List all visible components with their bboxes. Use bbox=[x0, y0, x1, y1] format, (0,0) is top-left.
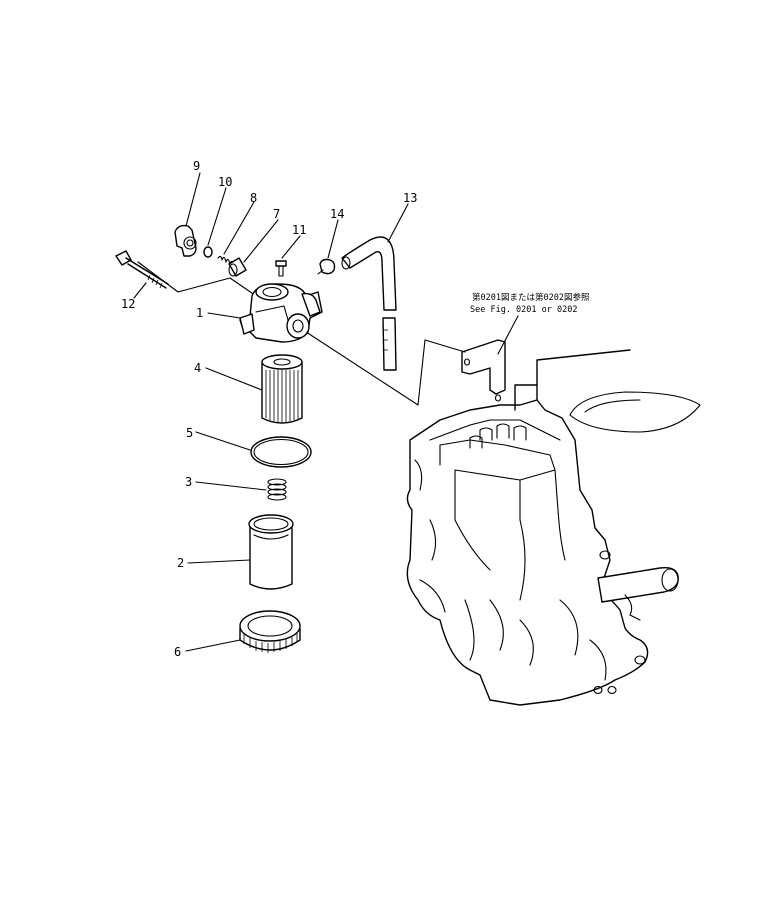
clip-14 bbox=[317, 258, 336, 275]
callout-labels: 9 10 8 7 11 14 13 12 1 4 5 3 2 6 bbox=[121, 159, 417, 659]
callout-8: 8 bbox=[250, 191, 257, 205]
hose-13 bbox=[341, 236, 397, 371]
callout-7: 7 bbox=[273, 207, 280, 221]
mounting-bracket bbox=[461, 339, 506, 402]
callout-5: 5 bbox=[186, 426, 193, 440]
callout-14: 14 bbox=[330, 207, 344, 221]
callout-4: 4 bbox=[194, 361, 201, 375]
bowl-2 bbox=[248, 514, 294, 590]
callout-13: 13 bbox=[403, 191, 417, 205]
callout-1: 1 bbox=[196, 306, 203, 320]
callout-9: 9 bbox=[193, 159, 200, 173]
bolt-12 bbox=[115, 250, 169, 289]
filter-head-1 bbox=[239, 283, 323, 343]
sleeve-7 bbox=[228, 257, 247, 277]
o-ring-5 bbox=[250, 436, 312, 468]
ring-nut-6 bbox=[239, 610, 301, 653]
spring-3 bbox=[267, 478, 287, 501]
reference-note: 第0201図または第0202図参照 See Fig. 0201 or 0202 bbox=[470, 292, 590, 355]
reference-note-en: See Fig. 0201 or 0202 bbox=[470, 305, 577, 315]
screw-11 bbox=[275, 260, 287, 277]
engine-block-outline bbox=[406, 349, 701, 706]
callout-10: 10 bbox=[218, 175, 232, 189]
callout-leader-lines bbox=[133, 172, 409, 652]
callout-3: 3 bbox=[185, 475, 192, 489]
filter-element-4 bbox=[261, 354, 303, 424]
callout-12: 12 bbox=[121, 297, 135, 311]
spring-small-8 bbox=[217, 255, 235, 267]
o-ring-small-10 bbox=[203, 246, 213, 258]
cock-lever-9 bbox=[174, 224, 197, 257]
reference-note-jp: 第0201図または第0202図参照 bbox=[472, 292, 590, 303]
callout-11: 11 bbox=[292, 223, 306, 237]
callout-6: 6 bbox=[174, 645, 181, 659]
callout-2: 2 bbox=[177, 556, 184, 570]
